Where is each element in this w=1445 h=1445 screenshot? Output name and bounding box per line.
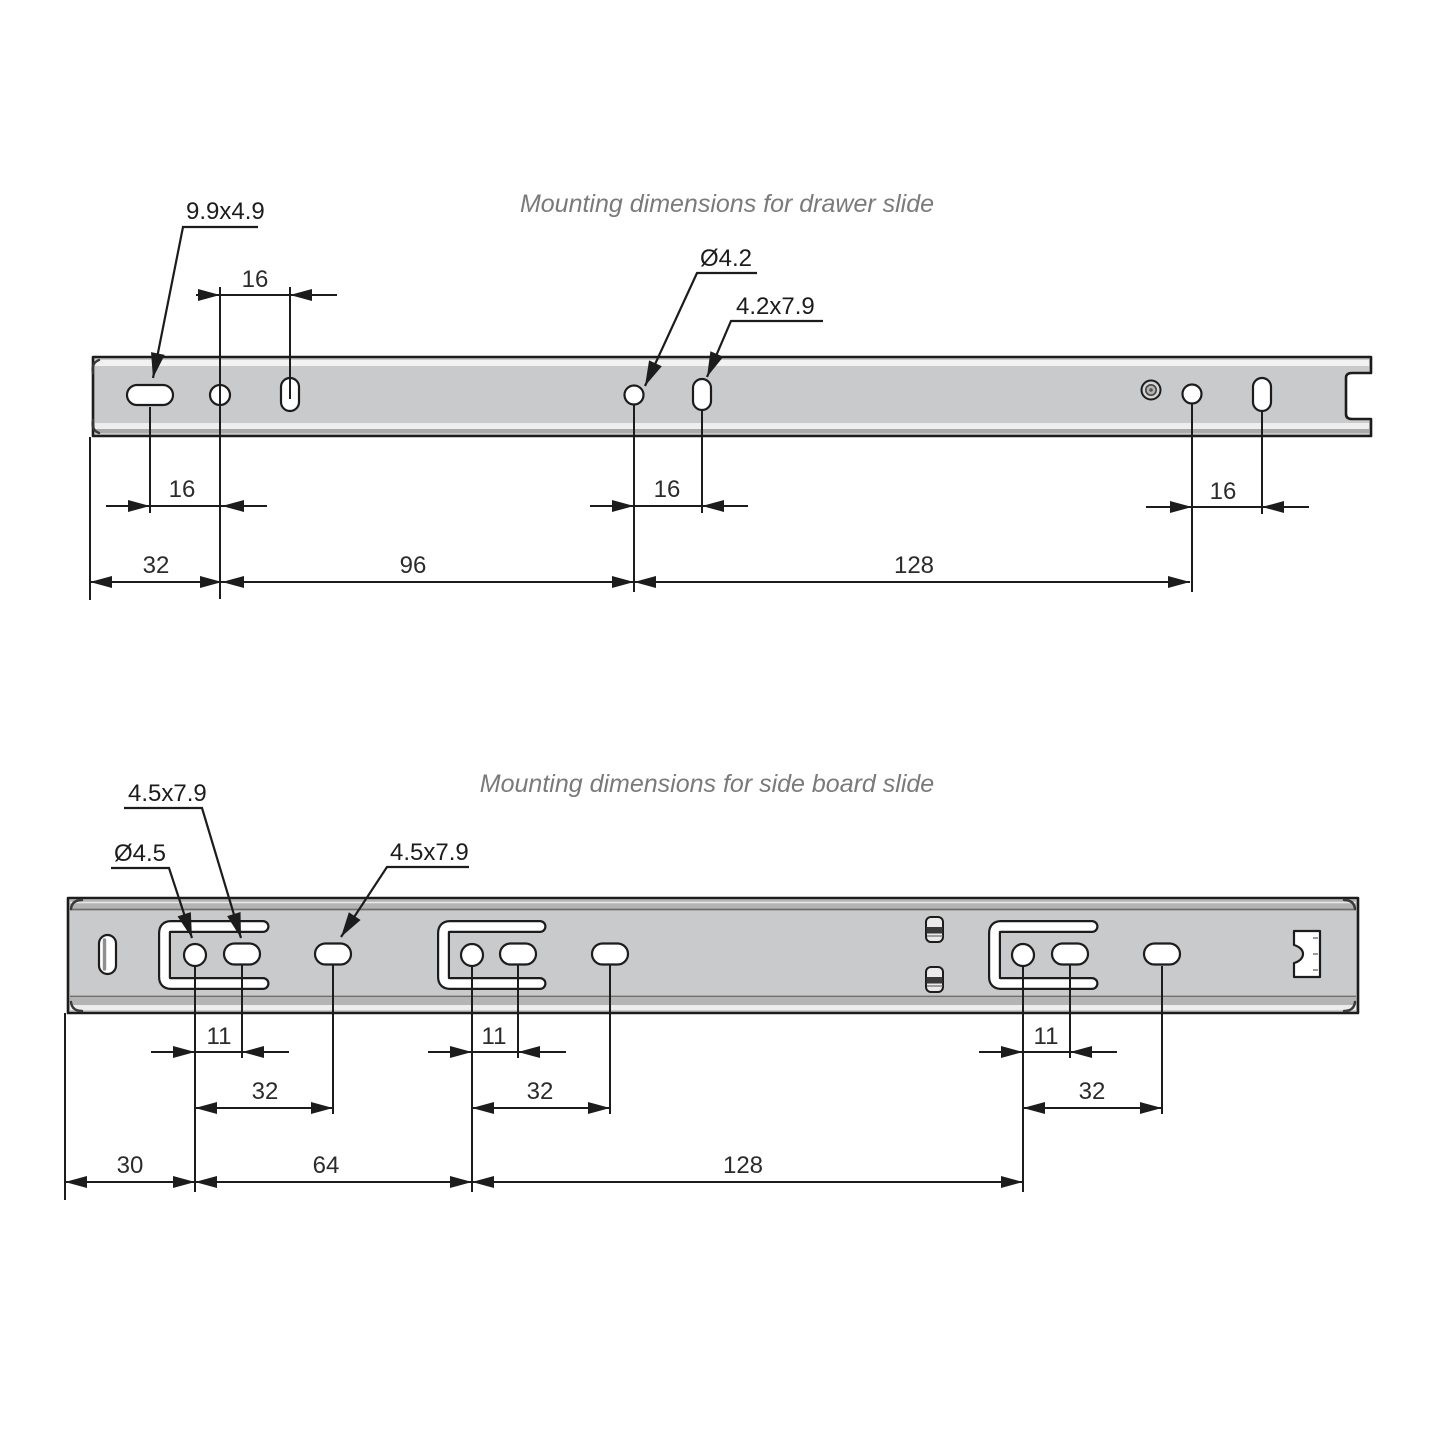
sideboard-slide-diagram: Mounting dimensions for side board slide <box>64 770 1360 1200</box>
dim2-mid-span: 64 <box>313 1152 340 1179</box>
dim2-start-offset: 30 <box>117 1152 144 1179</box>
callout-round-hole-label: Ø4.5 <box>114 840 166 867</box>
drawer-extension-lines <box>89 287 1263 600</box>
callout-end-slot-label: 9.9x4.9 <box>186 198 265 225</box>
adjustment-clips <box>925 916 944 993</box>
round-hole-2 <box>623 384 645 406</box>
rivet-center <box>1149 388 1153 392</box>
drawer-rail-body <box>91 355 1373 438</box>
left-end-slot <box>97 933 118 976</box>
rail-bottom-highlight <box>95 423 1369 429</box>
rail-left-edge-bottom-curl <box>91 418 101 435</box>
rail2-top-band <box>70 900 1356 909</box>
callout-bracket-slot-label: 4.5x7.9 <box>128 780 207 807</box>
round-hole-g2 <box>459 942 485 968</box>
dim-start-offset: 32 <box>143 552 170 579</box>
sideboard-slide-title: Mounting dimensions for side board slide <box>480 770 934 798</box>
drawer-rail <box>91 355 1373 438</box>
dim2-right-span: 128 <box>723 1152 763 1179</box>
vertical-slot-3 <box>1251 376 1273 413</box>
outer-slot-g3 <box>1142 942 1182 966</box>
dim2-hole-pitch-g2: 11 <box>482 1023 507 1050</box>
rail-top-highlight <box>95 360 1369 366</box>
round-hole-g3 <box>1010 942 1036 968</box>
round-hole-3 <box>1181 383 1203 405</box>
dim2-slot-pitch-g3: 32 <box>1079 1078 1106 1105</box>
rail-bottom-shadow <box>95 429 1369 433</box>
bracket-slot-g2 <box>498 942 538 966</box>
drawer-slide-title: Mounting dimensions for drawer slide <box>520 190 934 218</box>
dim-hole-pitch-left: 16 <box>169 476 196 503</box>
sideboard-dimensions: 11 11 11 32 32 32 30 64 128 <box>65 1023 1162 1188</box>
end-slot-9.9x4.9 <box>125 383 175 407</box>
rail2-bottom-highlight <box>70 1005 1356 1010</box>
round-hole-g1 <box>182 942 208 968</box>
rail-left-edge-top-curl <box>91 358 101 375</box>
latch-cutout <box>1292 929 1322 979</box>
bracket-cutouts <box>158 920 1099 990</box>
sideboard-rail <box>66 896 1360 1015</box>
dim-hole-pitch-top: 16 <box>242 266 269 293</box>
dim2-slot-pitch-g2: 32 <box>527 1078 554 1105</box>
sideboard-callouts: 4.5x7.9 Ø4.5 4.5x7.9 <box>111 780 469 939</box>
drawer-slide-diagram: Mounting dimensions for drawer slide <box>89 190 1373 600</box>
drawer-dimensions: 16 16 16 16 32 96 128 <box>90 266 1309 588</box>
callout-outer-slot-label: 4.5x7.9 <box>390 839 469 866</box>
dim2-slot-pitch-g1: 32 <box>252 1078 279 1105</box>
callout-round-hole-label: Ø4.2 <box>700 245 752 272</box>
bracket-slot-g1 <box>222 942 262 966</box>
dim2-hole-pitch-g1: 11 <box>207 1023 232 1050</box>
sideboard-extension-lines <box>64 965 1163 1200</box>
drawer-callouts: 9.9x4.9 Ø4.2 4.2x7.9 <box>151 198 823 387</box>
outer-slot-g1 <box>313 942 353 966</box>
callout-vertical-slot-label: 4.2x7.9 <box>736 293 815 320</box>
dim-mid-span: 96 <box>400 552 427 579</box>
dim-hole-pitch-right: 16 <box>1210 478 1237 505</box>
dim-hole-pitch-mid: 16 <box>654 476 681 503</box>
dim2-hole-pitch-g3: 11 <box>1034 1023 1059 1050</box>
bracket-slot-g3 <box>1050 942 1090 966</box>
outer-slot-g2 <box>590 942 630 966</box>
rail2-bottom-band <box>70 997 1356 1005</box>
dim-right-span: 128 <box>894 552 934 579</box>
vertical-slot-2 <box>691 377 713 412</box>
